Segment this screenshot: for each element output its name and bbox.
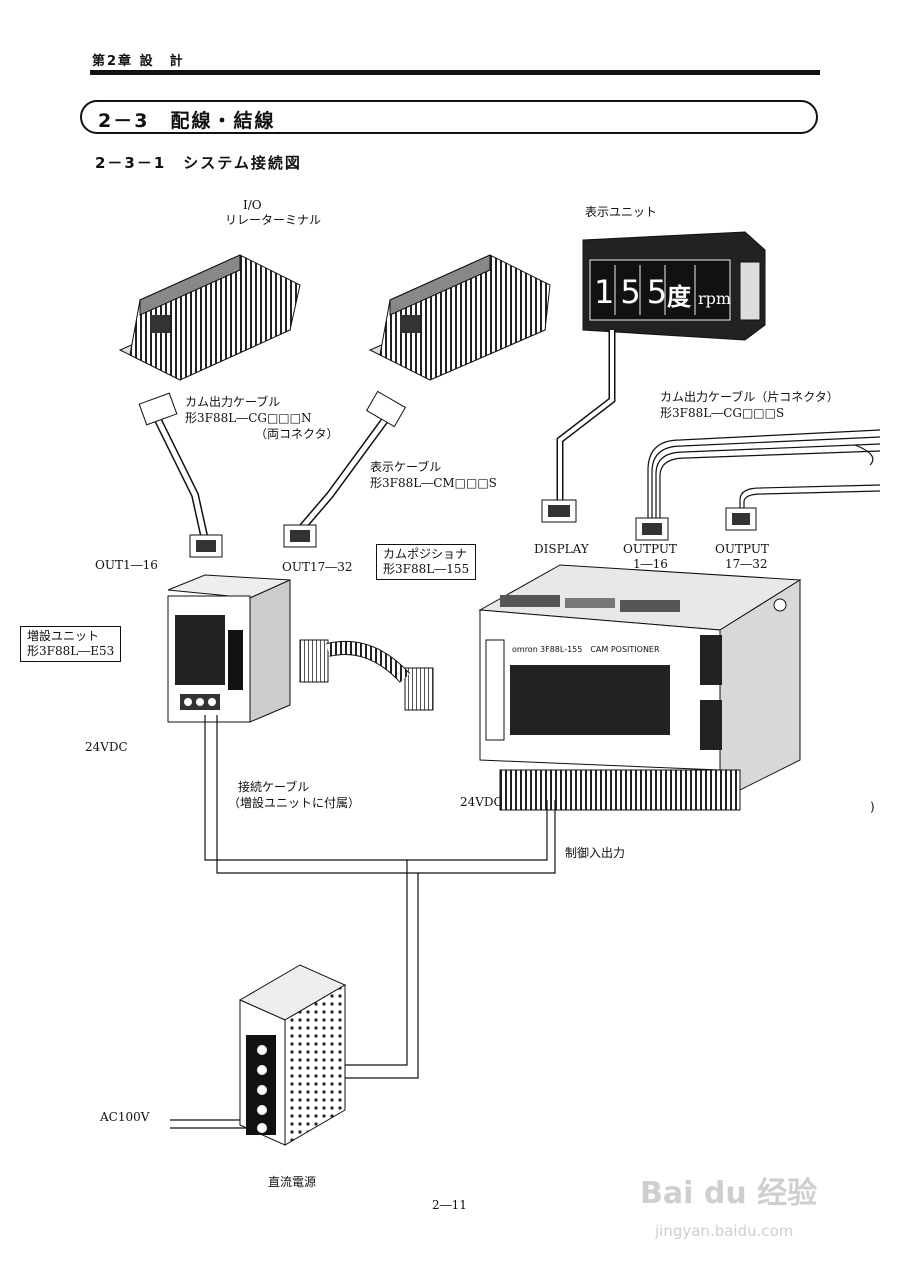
display-cable-label-line1: 表示ケーブル	[370, 460, 442, 474]
stray-paren: )	[870, 800, 875, 814]
power-wiring	[170, 715, 556, 1129]
positioner-brand: omron	[512, 645, 538, 654]
vdc-right-label: 24VDC	[460, 795, 503, 809]
connection-cable	[299, 639, 434, 711]
expansion-unit	[167, 574, 291, 723]
cam-cable-both-label-line2: 形3F88L―CG□□□N	[185, 411, 312, 425]
out-17-32-label: OUT17―32	[282, 560, 353, 574]
expansion-unit-label-line1: 増設ユニット	[27, 629, 100, 643]
cam-cable-single-label-line1: カム出力ケーブル（片コネクタ）	[660, 390, 839, 404]
section-title: 2－3 配線・結線	[98, 110, 276, 132]
control-io-label: 制御入出力	[565, 846, 626, 860]
display-unit-char: 度	[667, 283, 692, 311]
vdc-left-label: 24VDC	[85, 740, 128, 754]
cam-positioner-label-line1: カムポジショナ	[383, 547, 468, 561]
display-digits: 155	[594, 273, 673, 311]
section-title-box	[80, 100, 818, 134]
relay-terminal-right	[368, 254, 551, 381]
dc-power-label: 直流電源	[268, 1175, 317, 1189]
out-1-16-label: OUT1―16	[95, 558, 158, 572]
watermark-url: jingyan.baidu.com	[655, 1222, 794, 1240]
connection-cable-label-line1: 接続ケーブル	[238, 780, 310, 794]
io-relay-label-line1: I/O	[243, 198, 262, 212]
output-17-32-label-line2: 17―32	[725, 557, 768, 571]
cam-cable-single-label-line2: 形3F88L―CG□□□S	[660, 406, 785, 420]
header-rule	[90, 70, 820, 75]
page-number: 2―11	[432, 1198, 467, 1212]
expansion-unit-label-line2: 形3F88L―E53	[27, 644, 115, 658]
output-1-16-label-line2: 1―16	[633, 557, 668, 571]
cam-positioner-label-line2: 形3F88L―155	[383, 562, 470, 576]
cam-positioner	[478, 564, 802, 811]
output-17-32-label-line1: OUTPUT	[715, 542, 769, 556]
relay-terminal-left	[118, 254, 301, 381]
display-cable-label-line2: 形3F88L―CM□□□S	[370, 476, 497, 490]
output-1-16-label-line1: OUTPUT	[623, 542, 677, 556]
connection-cable-label-line2: （増設ユニットに付属）	[228, 796, 361, 810]
ac100v-label: AC100V	[100, 1110, 150, 1124]
chapter-header: 第2章 設 計	[92, 54, 185, 69]
cam-cable-both-label-line3: （両コネクタ）	[255, 427, 339, 441]
subsection-title: 2－3－1 システム接続図	[95, 154, 302, 172]
display-unit	[582, 231, 766, 341]
watermark-brand: Bai du 经验	[640, 1176, 818, 1211]
expansion-unit-box: 増設ユニット 形3F88L―E53	[20, 626, 122, 662]
positioner-model: 3F88L-155 CAM POSITIONER	[540, 645, 660, 654]
dc-power-supply	[238, 964, 347, 1146]
io-relay-label-line2: リレーターミナル	[225, 213, 322, 227]
display-unit-label: 表示ユニット	[585, 205, 658, 219]
display-rpm: rpm	[698, 289, 731, 308]
cam-positioner-box: カムポジショナ 形3F88L―155	[376, 544, 477, 580]
display-port-label: DISPLAY	[534, 542, 589, 556]
cam-cable-both-label-line1: カム出力ケーブル	[185, 395, 281, 409]
